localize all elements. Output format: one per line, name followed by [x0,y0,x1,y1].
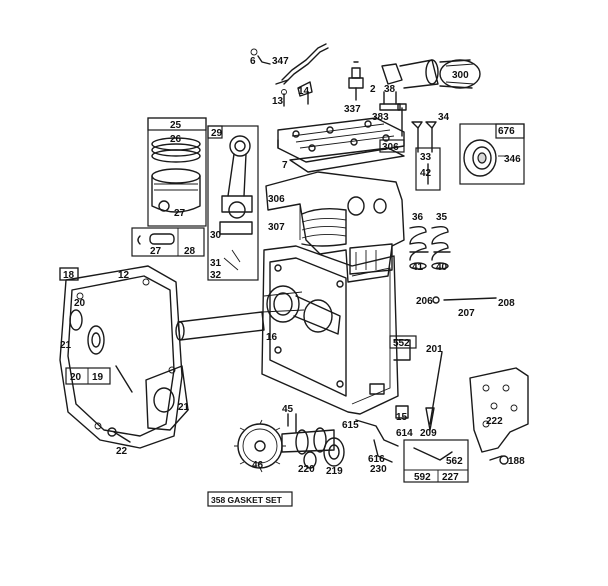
gear-parts-219-220 [303,437,345,469]
label-part-206: 206 [416,296,433,307]
label-part-201: 201 [426,344,443,355]
label-part-300: 300 [452,70,469,81]
label-part-6: 6 [250,56,256,67]
label-part-616: 616 [368,454,385,465]
label-part-31: 31 [210,258,222,269]
label-part-46: 46 [252,460,264,471]
label-part-12: 12 [118,270,130,281]
head-gasket [289,147,405,173]
label-part-208: 208 [498,298,515,309]
label-part-552: 552 [393,338,410,349]
label-part-306a: 306 [382,142,399,153]
label-part-615: 615 [342,420,359,431]
label-part-32: 32 [210,270,222,281]
label-part-30: 30 [210,230,222,241]
label-part-40: 40 [436,262,448,273]
crankshaft [175,285,341,341]
bolt-part-14 [281,81,313,107]
label-part-20b: 20 [70,372,82,383]
label-part-27b: 27 [150,246,162,257]
label-part-220: 220 [298,464,315,475]
air-cleaner [381,59,481,89]
label-part-34: 34 [438,112,450,123]
label-part-27a: 27 [174,208,186,219]
label-part-19: 19 [92,372,104,383]
label-part-230: 230 [370,464,387,475]
caption-box [207,491,293,507]
label-part-347: 347 [272,56,289,67]
label-part-188: 188 [508,456,525,467]
label-part-21a: 21 [60,340,72,351]
label-part-383: 383 [372,112,389,123]
label-part-29: 29 [211,128,223,139]
gasket-set-caption: 358 GASKET SET [211,495,283,505]
label-part-20a: 20 [74,298,86,309]
fuel-line-assembly [250,43,329,85]
label-part-15: 15 [396,412,408,423]
label-part-14: 14 [298,86,310,97]
control-bracket-222 [469,367,529,465]
label-part-592: 592 [414,472,431,483]
label-part-41: 41 [412,262,424,273]
label-part-42: 42 [420,168,432,179]
label-part-7: 7 [282,160,288,171]
side-cover-sump [59,265,189,449]
label-part-45: 45 [282,404,294,415]
label-part-28: 28 [184,246,196,257]
label-part-21b: 21 [178,402,190,413]
box-part-676 [459,123,525,185]
label-part-307: 307 [268,222,285,233]
stud-part-38 [379,91,401,111]
label-part-222: 222 [486,416,503,427]
label-part-676: 676 [498,126,515,137]
label-part-207: 207 [458,308,475,319]
label-part-227: 227 [442,472,459,483]
label-part-33: 33 [420,152,432,163]
label-part-36: 36 [412,212,424,223]
camshaft [281,413,335,455]
cylinder-block [265,171,405,283]
box-part-33 [415,147,441,191]
valve-springs-part-35-36 [409,225,451,270]
crankcase [261,245,411,415]
box-part-562 [403,439,469,483]
label-part-13: 13 [272,96,284,107]
label-part-25: 25 [170,120,182,131]
box-piston-pin-part-27-28 [131,227,205,257]
label-part-26: 26 [170,134,182,145]
label-part-2: 2 [370,84,376,95]
label-part-219: 219 [326,466,343,477]
label-part-18: 18 [63,270,75,281]
label-part-346: 346 [504,154,521,165]
governor-linkage [355,296,497,463]
seal-and-gasket-box [59,267,111,385]
box-piston-part-25 [147,117,207,227]
label-part-16: 16 [266,332,278,343]
label-part-306b: 306 [268,194,285,205]
label-part-22: 22 [116,446,128,457]
label-part-562: 562 [446,456,463,467]
label-part-337: 337 [344,104,361,115]
dipstick-bolts [107,365,133,443]
box-connecting-rod-part-29 [207,125,259,281]
label-part-209: 209 [420,428,437,439]
spark-plug [348,61,364,101]
label-part-35: 35 [436,212,448,223]
label-part-38: 38 [384,84,396,95]
label-part-614: 614 [396,428,413,439]
